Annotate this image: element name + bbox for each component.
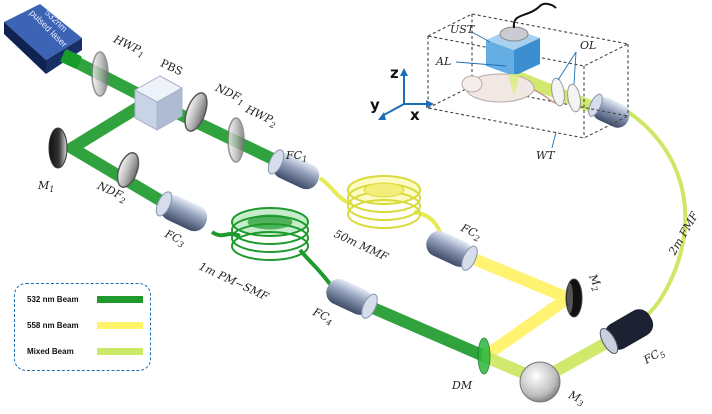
mouse-sample <box>461 73 561 105</box>
fiber-coupler-fc4 <box>326 278 378 319</box>
beam-m2-to-dm <box>482 292 574 360</box>
legend-swatch <box>97 348 143 355</box>
axis-label-x: x <box>410 106 420 124</box>
fiber-coupler-fc2 <box>426 230 478 271</box>
fiber-mmf-lead-out <box>413 210 442 233</box>
mirror-m2 <box>565 278 583 318</box>
fiber-coupler-fc1 <box>267 149 320 190</box>
callout-lines <box>455 31 577 149</box>
legend-item-mixed: Mixed Beam <box>25 346 147 358</box>
legend-item-532: 532 nm Beam <box>25 294 147 306</box>
water-tank-ust <box>486 2 557 76</box>
laser-source <box>4 4 82 74</box>
pbs-cube <box>133 75 184 131</box>
axis-label-y: y <box>370 96 380 114</box>
label-wt: WT <box>536 149 555 162</box>
coordinate-axes <box>378 68 434 120</box>
label-m1: M1 <box>38 179 55 194</box>
axis-label-z: z <box>390 64 399 82</box>
label-dm: DM <box>452 379 473 392</box>
mirror-m1 <box>48 127 68 169</box>
legend-item-558: 558 nm Beam <box>25 320 147 332</box>
label-ust: UST <box>450 23 475 36</box>
fiber-2m-fmf <box>620 106 688 328</box>
ndf2-optic <box>116 152 140 188</box>
legend: 532 nm Beam 558 nm Beam Mixed Beam <box>14 283 151 371</box>
mirror-m3 <box>519 361 561 403</box>
spool-pmsmf <box>231 207 309 261</box>
label-ol: OL <box>580 39 597 52</box>
fiber-pmsmf-lead-in <box>210 230 241 238</box>
dichroic-mirror <box>477 337 491 375</box>
laser-aperture <box>60 49 82 69</box>
legend-label: 558 nm Beam <box>27 321 79 330</box>
fiber-coupler-ol-input <box>588 93 630 128</box>
fiber-coupler-fc3 <box>155 191 208 232</box>
label-fc1: FC1 <box>286 149 308 164</box>
legend-swatch <box>97 322 143 329</box>
fiber-pmsmf-lead-out <box>298 248 332 286</box>
hwp1-optic <box>91 51 109 97</box>
legend-swatch <box>97 296 143 303</box>
legend-label: 532 nm Beam <box>27 295 79 304</box>
beam-558-paths <box>456 248 574 360</box>
fiber-coupler-fc5 <box>599 309 654 354</box>
beam-fc2-to-m2 <box>456 248 574 304</box>
objective-lens-ol <box>551 77 581 113</box>
spool-mmf <box>347 175 421 229</box>
legend-label: Mixed Beam <box>27 347 74 356</box>
ndf1-optic <box>184 92 208 132</box>
label-al: AL <box>436 55 452 68</box>
hwp2-optic <box>227 117 245 163</box>
